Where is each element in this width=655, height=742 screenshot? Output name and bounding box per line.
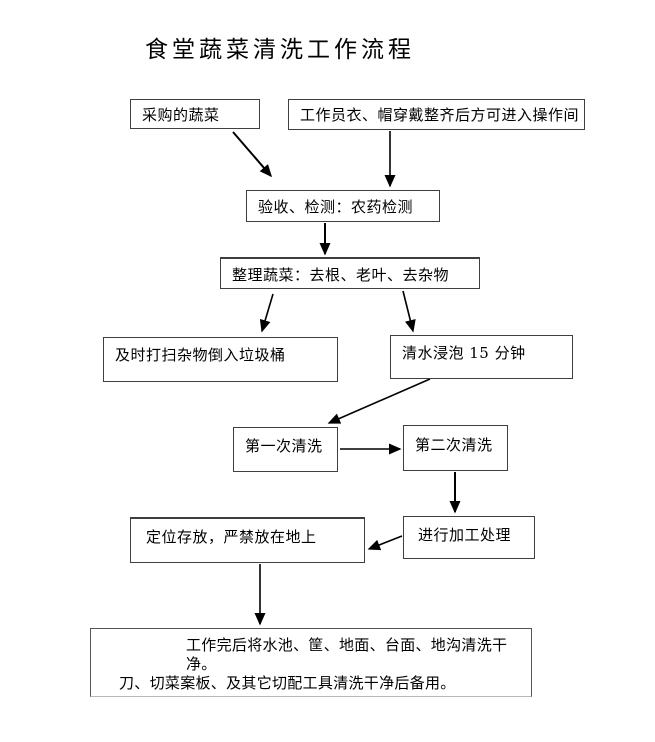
node-label: 采购的蔬菜 <box>142 106 220 124</box>
cleanup-line-2: 刀、切菜案板、及其它切配工具清洗干净后备用。 <box>119 674 456 692</box>
arrow-purchased-to-inspection <box>232 131 272 178</box>
node-label: 定位存放，严禁放在地上 <box>146 528 317 546</box>
node-dress-code: 工作员衣、帽穿戴整齐后方可进入操作间 <box>288 99 585 130</box>
node-purchased-vegetables: 采购的蔬菜 <box>130 99 260 129</box>
arrow-soak-to-wash1 <box>327 378 431 424</box>
node-first-wash: 第一次清洗 <box>233 427 338 472</box>
node-label: 及时打扫杂物倒入垃圾桶 <box>115 346 286 364</box>
node-sorting-vegetables: 整理蔬菜：去根、老叶、去杂物 <box>220 257 480 289</box>
node-label: 整理蔬菜：去根、老叶、去杂物 <box>232 266 450 284</box>
page-title: 食堂蔬菜清洗工作流程 <box>145 37 415 63</box>
node-inspection-pesticide-test: 验收、检测：农药检测 <box>246 190 440 222</box>
node-label: 工作员衣、帽穿戴整齐后方可进入操作间 <box>300 106 580 124</box>
node-fixed-storage: 定位存放，严禁放在地上 <box>130 517 365 563</box>
node-label: 第二次清洗 <box>415 436 493 454</box>
node-processing: 进行加工处理 <box>403 516 535 559</box>
node-label: 清水浸泡 15 分钟 <box>402 344 526 362</box>
arrow-processing-to-storage <box>367 535 403 551</box>
arrow-sorting-to-soak <box>402 290 416 333</box>
node-soak-15-minutes: 清水浸泡 15 分钟 <box>390 335 573 379</box>
node-label: 进行加工处理 <box>418 526 512 544</box>
cleanup-line-1: 工作完后将水池、筐、地面、台面、地沟清洗干净。 <box>186 636 508 673</box>
node-second-wash: 第二次清洗 <box>403 425 508 471</box>
node-label: 验收、检测：农药检测 <box>258 198 414 216</box>
node-label: 第一次清洗 <box>245 437 323 455</box>
node-after-work-cleanup: 工作完后将水池、筐、地面、台面、地沟清洗干净。 刀、切菜案板、及其它切配工具清洗… <box>90 628 532 697</box>
arrow-sorting-to-trash <box>259 293 274 333</box>
node-sweep-debris-to-trash: 及时打扫杂物倒入垃圾桶 <box>103 337 338 382</box>
